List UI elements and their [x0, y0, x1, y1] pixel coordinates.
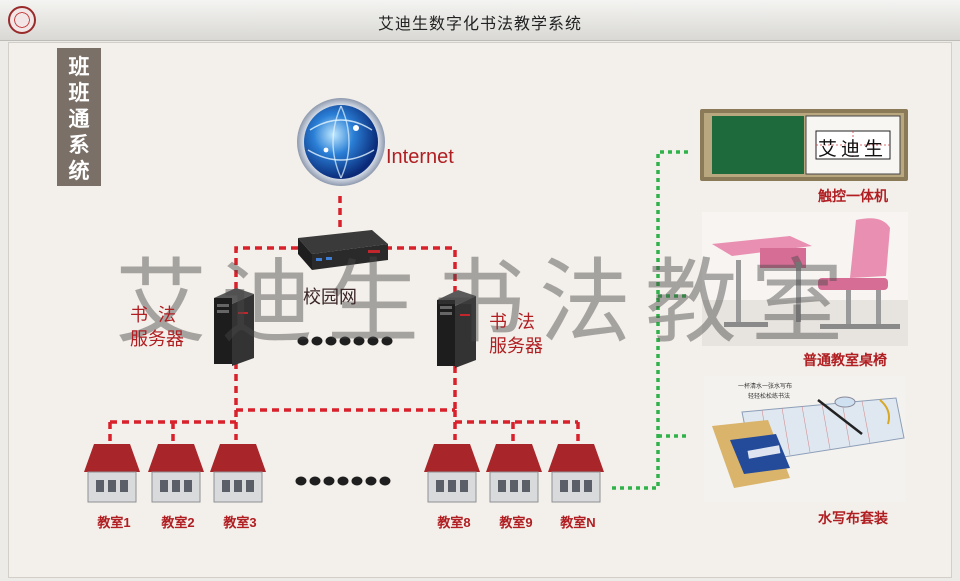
- classroom-house-icon: [548, 444, 604, 503]
- link-campus-to-left-server: [234, 246, 298, 296]
- board-text: 艾迪生: [818, 138, 888, 160]
- touch-screen-label: 触控一体机: [818, 188, 888, 204]
- desk-chair-label: 普通教室桌椅: [803, 352, 887, 368]
- internet-globe-icon: [297, 98, 385, 186]
- campus-router-icon: [298, 230, 388, 270]
- classroom-ellipsis: [295, 476, 391, 486]
- left-server-icon: [214, 288, 254, 366]
- watermark-text: 艾迪生书法教室: [115, 249, 858, 356]
- left-server-label-line1: 书 法: [130, 305, 177, 325]
- classroom-label: 教室9: [499, 515, 533, 530]
- right-server-label: 书 法 服务器: [489, 310, 543, 358]
- system-side-label: 班班通系统: [57, 48, 101, 186]
- internet-label: Internet: [386, 146, 454, 168]
- classroom-house-icon: [486, 444, 542, 503]
- classroom-label: 教室3: [223, 515, 257, 530]
- server-ellipsis: [297, 336, 393, 346]
- right-server-label-line1: 书 法: [489, 312, 536, 332]
- classroom-house-icon: [210, 444, 266, 503]
- classroom-house-icon: [424, 444, 480, 503]
- classroom-label: 教室2: [161, 515, 195, 530]
- touch-screen-device-icon: [700, 109, 908, 181]
- classroom-house-icon: [148, 444, 204, 503]
- right-server-label-line2: 服务器: [489, 336, 543, 356]
- right-server-icon: [437, 290, 476, 368]
- side-label-text: 班班通系统: [68, 55, 90, 183]
- water-cloth-label: 水写布套装: [818, 510, 888, 526]
- classroom-label: 教室8: [437, 515, 471, 530]
- campus-network-label: 校园网: [303, 287, 357, 307]
- desk-chair-icon: [702, 212, 908, 346]
- page-title: 艾迪生数字化书法教学系统: [377, 14, 582, 33]
- school-logo-icon: [8, 6, 36, 34]
- classroom-label: 教室1: [97, 515, 131, 530]
- water-cloth-icon: [704, 376, 906, 502]
- cloth-text-line2: 轻轻松松练书法: [748, 394, 791, 400]
- title-bar: 艾迪生数字化书法教学系统: [0, 0, 960, 41]
- left-server-label: 书 法 服务器: [130, 303, 184, 351]
- cloth-text-line1: 一杯清水一张水写布: [738, 384, 793, 390]
- left-server-label-line2: 服务器: [130, 329, 184, 349]
- classroom-label: 教室N: [560, 515, 596, 530]
- classroom-house-icon: [84, 444, 140, 503]
